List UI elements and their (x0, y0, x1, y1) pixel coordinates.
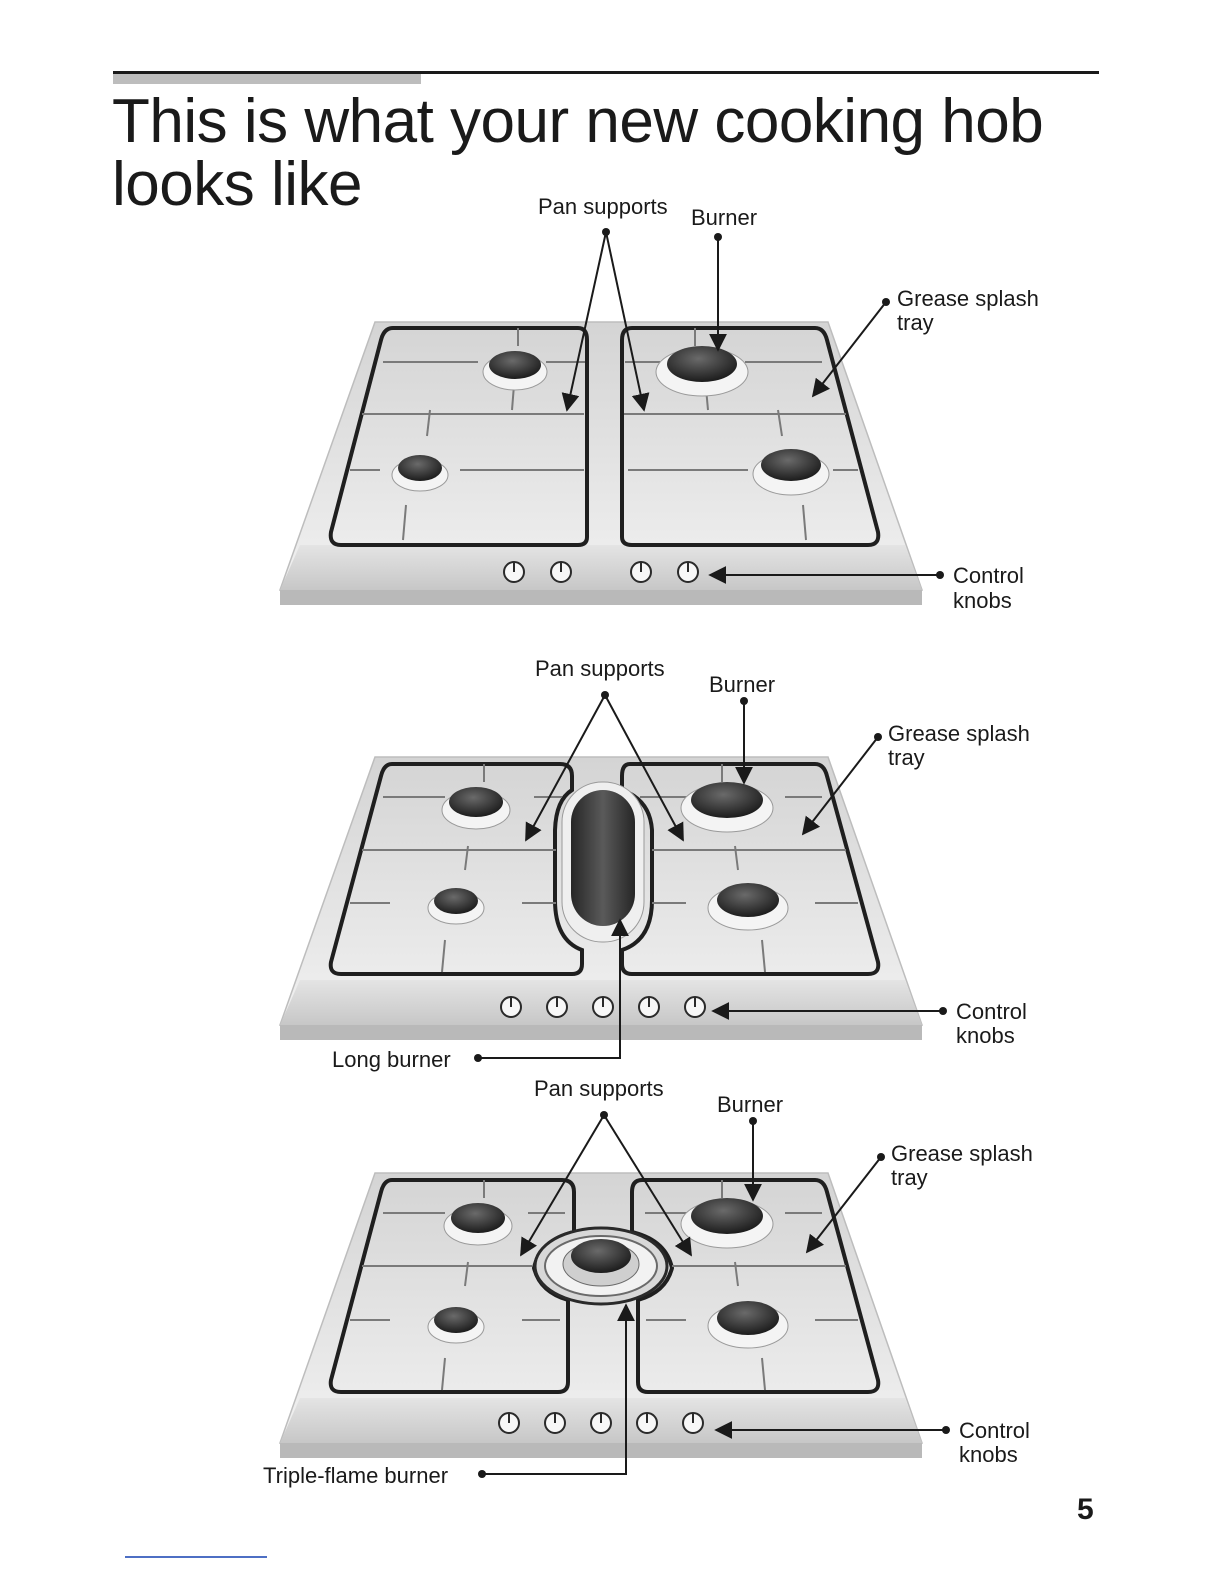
hob-2-label-burner: Burner (709, 672, 775, 697)
hob-3-triple-flame-burner (535, 1228, 667, 1304)
hob-3-label-grease-tray-2: tray (891, 1165, 928, 1190)
hob-3-label-grease-tray-1: Grease splash (891, 1141, 1033, 1166)
hob-2-label-pan-supports: Pan supports (535, 656, 665, 681)
hob-1-label-pan-supports: Pan supports (538, 194, 668, 219)
hob-2-label-grease-tray-1: Grease splash (888, 721, 1030, 746)
footer-link-underline[interactable] (125, 1556, 267, 1558)
hob-1-label-burner: Burner (691, 205, 757, 230)
hob-1-label-knobs-1: Control (953, 563, 1024, 588)
hob-3-label-burner: Burner (717, 1092, 783, 1117)
hob-2-label-knobs-2: knobs (956, 1023, 1015, 1048)
hob-3-label-knobs-2: knobs (959, 1442, 1018, 1467)
hob-2: Pan supports Burner Grease splash tray C… (280, 656, 1030, 1072)
hob-2-long-burner (562, 782, 644, 942)
hob-1-label-grease-tray-2: tray (897, 310, 934, 335)
hob-1-label-knobs-2: knobs (953, 588, 1012, 613)
hob-2-label-grease-tray-2: tray (888, 745, 925, 770)
hob-3-label-pan-supports: Pan supports (534, 1076, 664, 1101)
hob-2-label-knobs-1: Control (956, 999, 1027, 1024)
hob-2-label-long-burner: Long burner (332, 1047, 451, 1072)
page-number: 5 (1077, 1493, 1094, 1527)
hob-1: Pan supports Burner Grease splash tray C… (280, 194, 1039, 613)
hob-1-label-grease-tray-1: Grease splash (897, 286, 1039, 311)
hob-3-label-knobs-1: Control (959, 1418, 1030, 1443)
hob-3: Pan supports Burner Grease splash tray C… (263, 1076, 1033, 1488)
hob-3-label-triple-flame-burner: Triple-flame burner (263, 1463, 448, 1488)
